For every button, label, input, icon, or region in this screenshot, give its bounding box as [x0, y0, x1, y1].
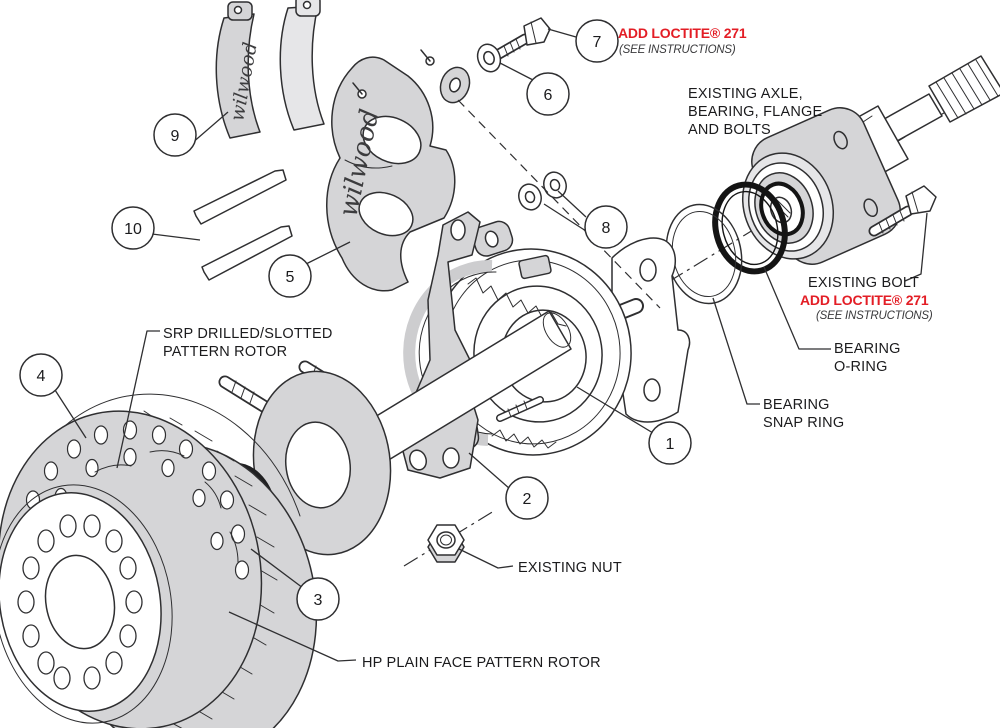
callout-9-number: 9	[171, 128, 180, 145]
callout-2: 2	[505, 476, 549, 520]
callouts: 1 2 3 4 5 6 7 8 9 10	[19, 19, 692, 621]
annotations: ADD LOCTITE® 271 (SEE INSTRUCTIONS) EXIS…	[163, 25, 933, 671]
label-existing-bolt-sub: (SEE INSTRUCTIONS)	[816, 310, 933, 322]
callout-8-number: 8	[602, 220, 611, 237]
drilled-slotted-rotor	[0, 393, 318, 728]
label-loctite-top: ADD LOCTITE® 271	[618, 25, 747, 41]
existing-bolt	[868, 185, 937, 237]
caliper-mount-bolt	[493, 17, 551, 60]
label-bearing-oring-2: O-RING	[834, 359, 888, 375]
callout-10: 10	[111, 206, 155, 250]
label-srp-rotor-1: SRP DRILLED/SLOTTED	[163, 326, 333, 342]
callout-3: 3	[296, 577, 340, 621]
axle-bearing	[741, 152, 835, 260]
label-existing-bolt-loctite: ADD LOCTITE® 271	[800, 292, 929, 308]
callout-7: 7	[575, 19, 619, 63]
mounting-washers	[518, 171, 567, 211]
pad-retainer-clips	[193, 169, 293, 281]
callout-9: 9	[153, 113, 197, 157]
callout-6: 6	[526, 72, 570, 116]
callout-4: 4	[19, 353, 63, 397]
brake-caliper: wilwood	[326, 49, 471, 292]
callout-7-number: 7	[593, 34, 602, 51]
callout-5: 5	[268, 254, 312, 298]
label-existing-axle-2: BEARING, FLANGE	[688, 104, 822, 120]
callout-8: 8	[584, 205, 628, 249]
leader-lines	[54, 28, 928, 662]
callout-5-number: 5	[286, 269, 295, 286]
label-hp-rotor: HP PLAIN FACE PATTERN ROTOR	[362, 655, 601, 671]
label-existing-axle-1: EXISTING AXLE,	[688, 86, 803, 102]
label-bearing-snapring-2: SNAP RING	[763, 415, 844, 431]
callout-1-number: 1	[666, 436, 675, 453]
label-loctite-top-sub: (SEE INSTRUCTIONS)	[619, 44, 736, 56]
rotor-center-bore	[44, 554, 116, 650]
callout-1: 1	[648, 421, 692, 465]
callout-10-number: 10	[124, 221, 142, 238]
brake-pads: wilwood	[215, 0, 325, 139]
flat-washer	[476, 43, 502, 73]
callout-2-number: 2	[523, 491, 532, 508]
label-bearing-snapring-1: BEARING	[763, 397, 830, 413]
existing-nut	[427, 524, 465, 563]
callout-3-number: 3	[314, 592, 323, 609]
label-existing-nut: EXISTING NUT	[518, 560, 622, 576]
bearing-o-ring	[712, 181, 788, 275]
label-existing-bolt: EXISTING BOLT	[808, 275, 919, 291]
label-existing-axle-3: AND BOLTS	[688, 122, 771, 138]
rotor-slots	[94, 450, 239, 563]
callout-4-number: 4	[37, 368, 46, 385]
rotor-lug-holes	[17, 514, 143, 690]
label-bearing-oring-1: BEARING	[834, 341, 901, 357]
callout-6-number: 6	[544, 87, 553, 104]
bolt-path-dashed-line	[457, 99, 661, 309]
axle-assembly	[741, 55, 1000, 265]
label-srp-rotor-2: PATTERN ROTOR	[163, 344, 287, 360]
